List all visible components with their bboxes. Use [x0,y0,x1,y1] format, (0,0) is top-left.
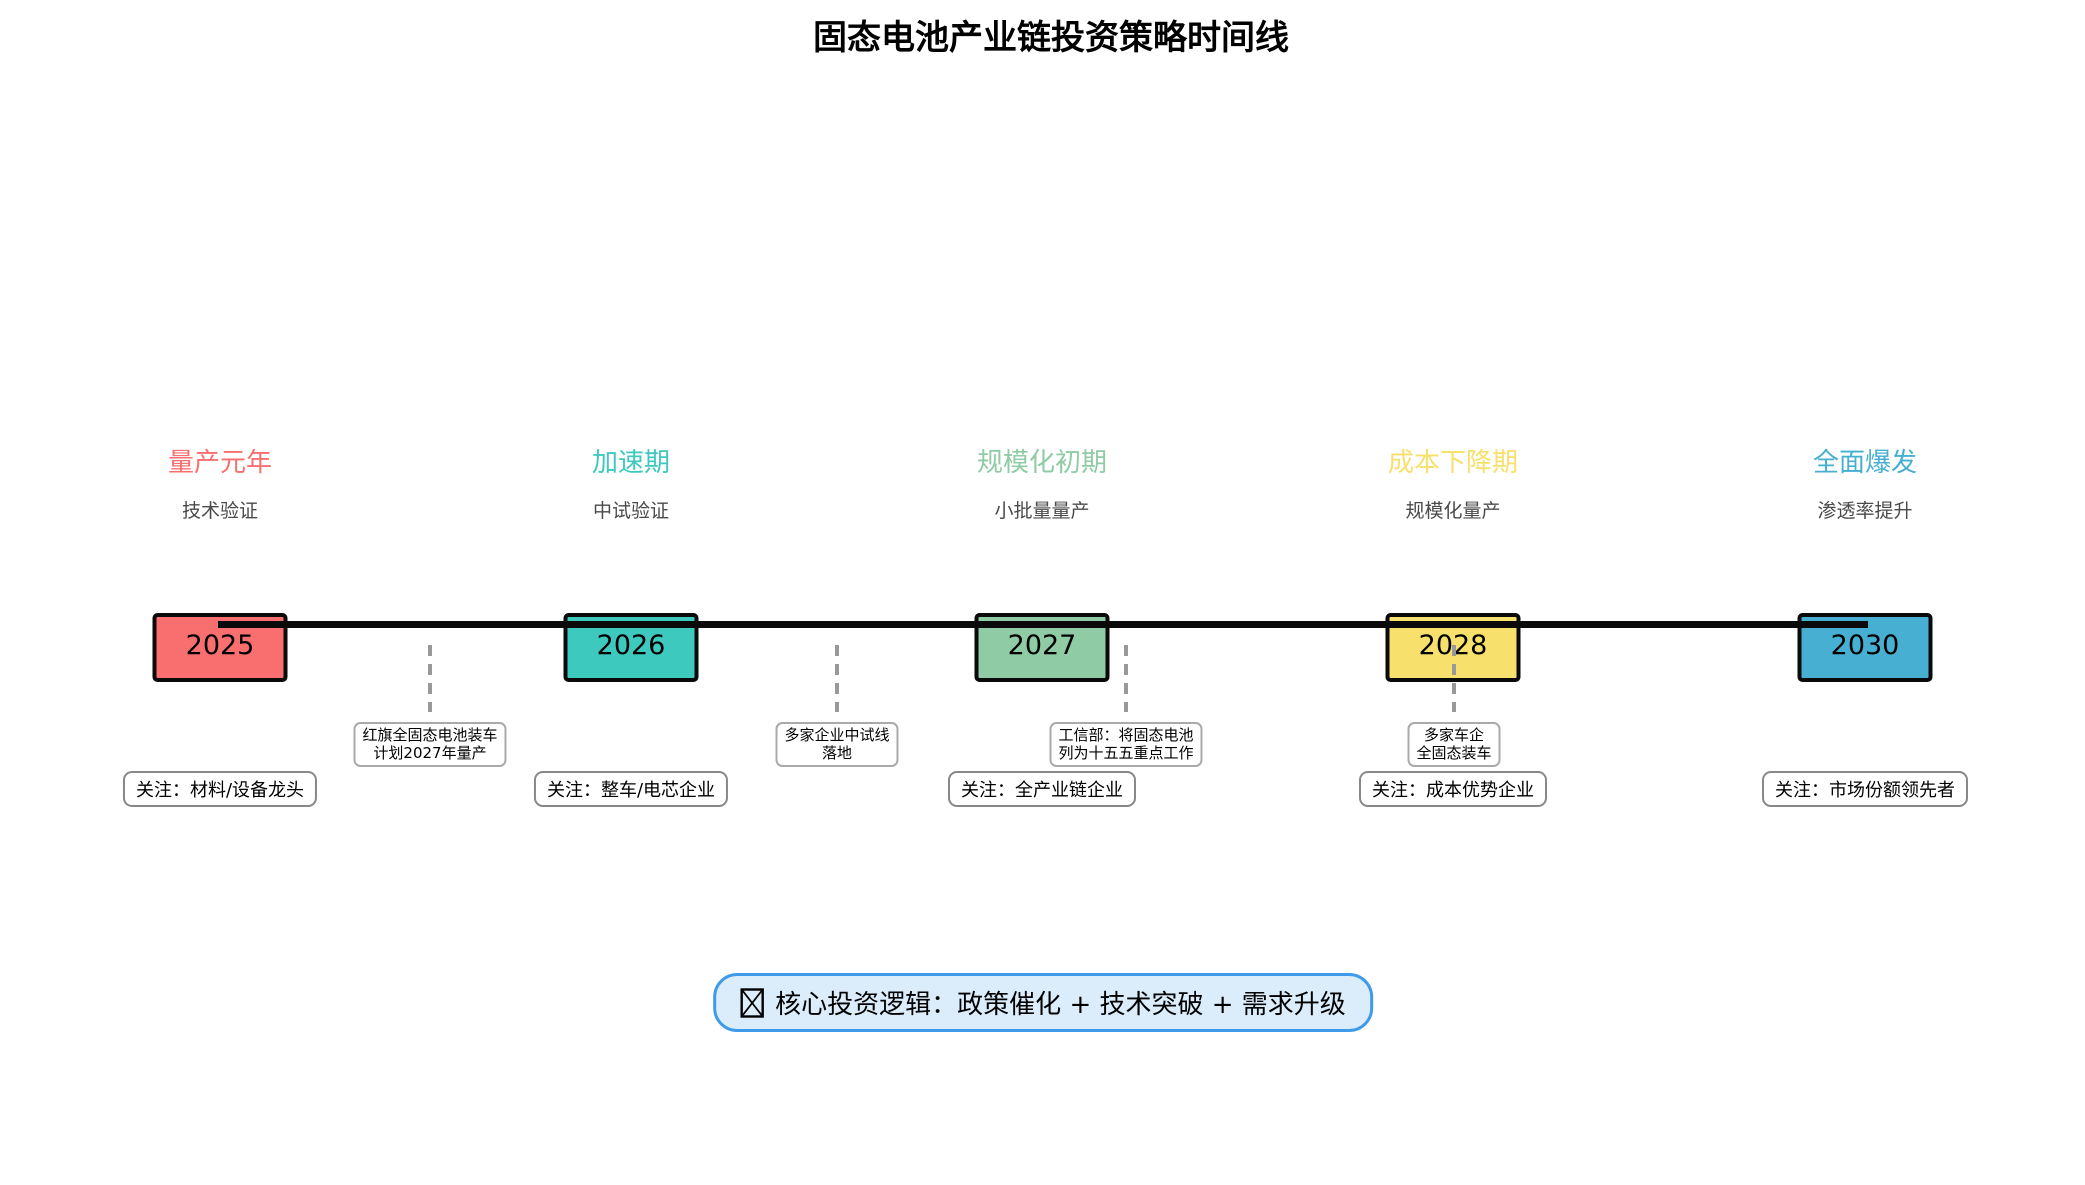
phase-subtitle-2026: 中试验证 [592,500,670,522]
year-label: 2026 [596,630,666,661]
event-connector-line [428,645,432,712]
year-label: 2030 [1830,630,1900,661]
phase-subtitle-2025: 技术验证 [181,500,259,522]
event-callout-miit: 工信部：将固态电池 列为十五五重点工作 [1049,722,1203,767]
focus-box-2025: 关注：材料/设备龙头 [122,771,318,807]
phase-title-2028: 成本下降期 [1387,448,1519,478]
year-label: 2027 [1007,630,1077,661]
focus-box-2026: 关注：整车/电芯企业 [533,771,729,807]
phase-title-2027: 规模化初期 [976,448,1108,478]
page-title: 固态电池产业链投资策略时间线 [813,18,1289,58]
phase-subtitle-2030: 渗透率提升 [1817,500,1913,522]
missing-glyph-icon [740,987,764,1018]
event-text-line2: 列为十五五重点工作 [1058,743,1194,762]
event-text-line1: 多家企业中试线 [784,726,890,744]
phase-title-2026: 加速期 [591,448,671,478]
focus-box-2028: 关注：成本优势企业 [1359,771,1547,807]
event-callout-oem-adoption: 多家车企 全固态装车 [1407,722,1501,767]
event-connector-line [1124,645,1128,712]
event-text-line2: 计划2027年量产 [373,743,487,762]
phase-subtitle-2027: 小批量量产 [994,500,1090,522]
phase-title-2025: 量产元年 [167,448,273,478]
core-logic-banner: 核心投资逻辑：政策催化 + 技术突破 + 需求升级 [713,973,1373,1032]
event-callout-hongqi: 红旗全固态电池装车 计划2027年量产 [353,722,507,767]
focus-box-2027: 关注：全产业链企业 [948,771,1136,807]
core-logic-text: 核心投资逻辑：政策催化 + 技术突破 + 需求升级 [775,990,1346,1020]
event-callout-pilot-lines: 多家企业中试线 落地 [775,722,899,767]
event-text-line2: 落地 [821,743,853,762]
event-connector-line [835,645,839,712]
focus-box-2030: 关注：市场份额领先者 [1762,771,1968,807]
event-text-line1: 多家车企 [1423,726,1485,744]
event-text-line1: 红旗全固态电池装车 [362,726,498,744]
timeline-axis [218,621,1868,628]
year-label: 2025 [185,630,255,661]
phase-title-2030: 全面爆发 [1812,448,1918,478]
event-text-line2: 全固态装车 [1416,743,1492,762]
event-connector-line [1452,645,1456,712]
phase-subtitle-2028: 规模化量产 [1405,500,1501,522]
event-text-line1: 工信部：将固态电池 [1058,726,1194,744]
